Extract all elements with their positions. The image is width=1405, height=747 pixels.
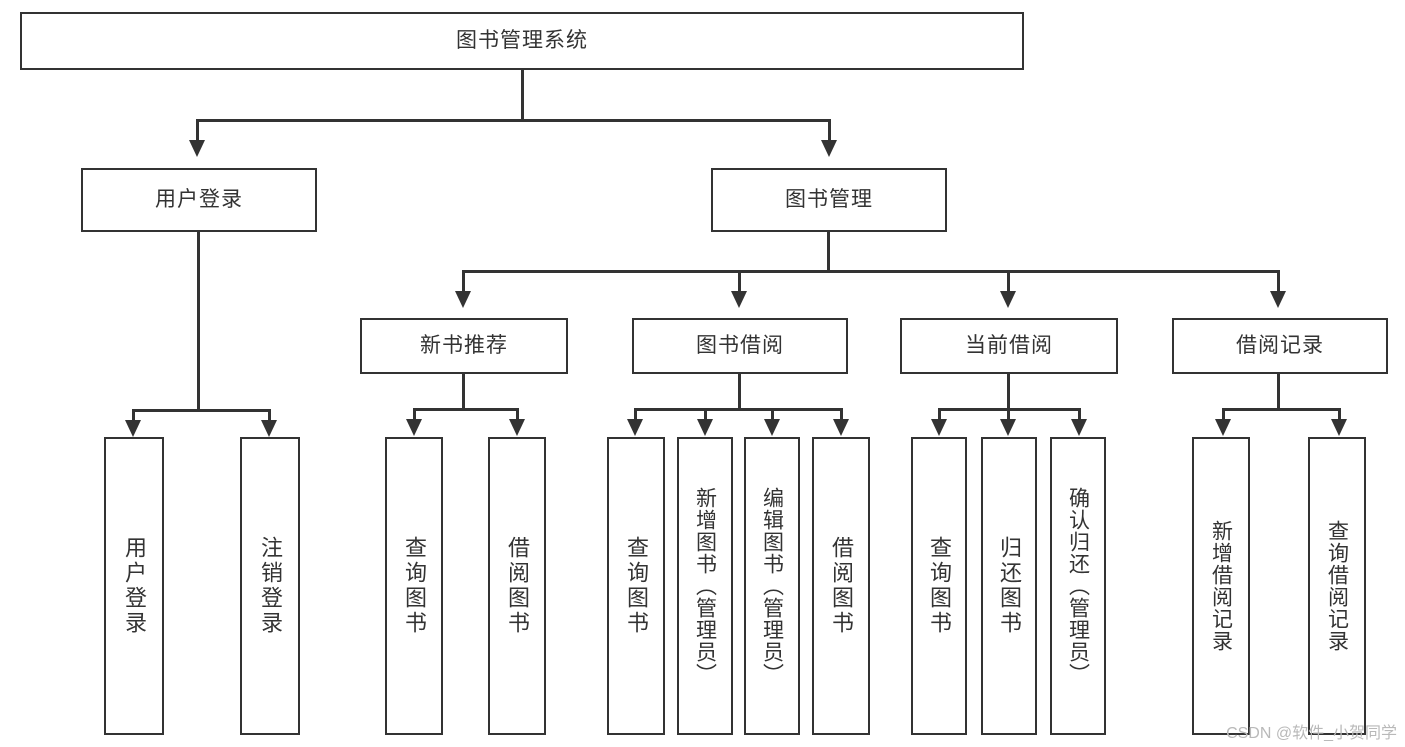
node-label: 注销登录 — [258, 536, 283, 636]
node-root-system[interactable]: 图书管理系统 — [20, 12, 1024, 70]
arrow-current-borrow-leaf-1 — [931, 419, 947, 436]
arrow-root-to-book-manage — [821, 140, 837, 157]
node-label: 新增借阅记录 — [1209, 520, 1233, 652]
leaf-edit-book[interactable]: 编辑图书（管理员） — [744, 437, 800, 735]
node-label: 确认归还（管理员） — [1066, 487, 1090, 685]
connector-book-manage-stem — [827, 232, 830, 272]
connector-new-book-drop-2 — [516, 408, 519, 420]
leaf-query-book-1[interactable]: 查询图书 — [385, 437, 443, 735]
node-book-borrow[interactable]: 图书借阅 — [632, 318, 848, 374]
connector-book-borrow-drop-1 — [634, 408, 637, 420]
connector-current-borrow-stem — [1007, 374, 1010, 410]
connector-book-borrow-stem — [738, 374, 741, 410]
arrow-book-borrow-leaf-1 — [627, 419, 643, 436]
arrow-new-book-leaf-1 — [406, 419, 422, 436]
arrow-to-borrow-record — [1270, 291, 1286, 308]
node-borrow-record[interactable]: 借阅记录 — [1172, 318, 1388, 374]
node-label: 查询图书 — [402, 536, 427, 636]
leaf-query-book-3[interactable]: 查询图书 — [911, 437, 967, 735]
connector-book-borrow-bus — [634, 408, 842, 411]
node-label: 当前借阅 — [965, 333, 1053, 357]
connector-user-login-drop-2 — [268, 409, 271, 421]
node-label: 借阅记录 — [1236, 333, 1324, 357]
node-label: 归还图书 — [997, 536, 1022, 636]
node-label: 图书管理 — [785, 187, 873, 211]
arrow-current-borrow-leaf-2 — [1000, 419, 1016, 436]
connector-root-stem — [521, 70, 524, 120]
connector-book-borrow-drop-4 — [840, 408, 843, 420]
connector-user-login-stem — [197, 232, 200, 412]
arrow-to-new-book-recommend — [455, 291, 471, 308]
connector-borrow-record-drop-2 — [1338, 408, 1341, 420]
arrow-new-book-leaf-2 — [509, 419, 525, 436]
connector-current-borrow-drop-1 — [938, 408, 941, 420]
connector-book-manage-drop-1 — [462, 270, 465, 292]
connector-user-login-drop-1 — [132, 409, 135, 421]
arrow-borrow-record-leaf-1 — [1215, 419, 1231, 436]
connector-book-manage-drop-3 — [1007, 270, 1010, 292]
arrow-to-book-borrow — [731, 291, 747, 308]
leaf-borrow-book-2[interactable]: 借阅图书 — [812, 437, 870, 735]
node-new-book-recommend[interactable]: 新书推荐 — [360, 318, 568, 374]
leaf-query-book-2[interactable]: 查询图书 — [607, 437, 665, 735]
node-label: 查询图书 — [927, 536, 952, 636]
arrow-book-borrow-leaf-2 — [697, 419, 713, 436]
arrow-root-to-user-login — [189, 140, 205, 157]
connector-book-borrow-drop-2 — [704, 408, 707, 420]
leaf-confirm-return[interactable]: 确认归还（管理员） — [1050, 437, 1106, 735]
connector-borrow-record-bus — [1222, 408, 1340, 411]
node-label: 借阅图书 — [505, 536, 530, 636]
leaf-add-book[interactable]: 新增图书（管理员） — [677, 437, 733, 735]
arrow-user-login-leaf-1 — [125, 420, 141, 437]
arrow-book-borrow-leaf-3 — [764, 419, 780, 436]
arrow-book-borrow-leaf-4 — [833, 419, 849, 436]
watermark-text: CSDN @软件_小贺同学 — [1226, 725, 1397, 742]
connector-book-manage-bus — [462, 270, 1280, 273]
leaf-return-book[interactable]: 归还图书 — [981, 437, 1037, 735]
connector-new-book-drop-1 — [413, 408, 416, 420]
connector-root-bus — [196, 119, 830, 122]
node-label: 借阅图书 — [829, 536, 854, 636]
node-label: 新增图书（管理员） — [693, 487, 717, 685]
arrow-user-login-leaf-2 — [261, 420, 277, 437]
leaf-borrow-book-1[interactable]: 借阅图书 — [488, 437, 546, 735]
arrow-current-borrow-leaf-3 — [1071, 419, 1087, 436]
connector-book-manage-drop-4 — [1277, 270, 1280, 292]
node-label: 查询图书 — [624, 536, 649, 636]
connector-current-borrow-drop-2 — [1007, 408, 1010, 420]
connector-new-book-bus — [413, 408, 519, 411]
connector-user-login-bus — [132, 409, 270, 412]
connector-borrow-record-drop-1 — [1222, 408, 1225, 420]
node-label: 查询借阅记录 — [1325, 520, 1349, 652]
node-label: 用户登录 — [155, 187, 243, 211]
connector-book-manage-drop-2 — [738, 270, 741, 292]
connector-current-borrow-drop-3 — [1078, 408, 1081, 420]
node-label: 用户登录 — [122, 536, 147, 636]
connector-borrow-record-stem — [1277, 374, 1280, 410]
node-user-login[interactable]: 用户登录 — [81, 168, 317, 232]
leaf-user-login[interactable]: 用户登录 — [104, 437, 164, 735]
node-current-borrow[interactable]: 当前借阅 — [900, 318, 1118, 374]
leaf-user-logout[interactable]: 注销登录 — [240, 437, 300, 735]
node-label: 图书借阅 — [696, 333, 784, 357]
connector-new-book-stem — [462, 374, 465, 410]
leaf-query-record[interactable]: 查询借阅记录 — [1308, 437, 1366, 735]
node-label: 编辑图书（管理员） — [760, 487, 784, 685]
arrow-to-current-borrow — [1000, 291, 1016, 308]
leaf-add-record[interactable]: 新增借阅记录 — [1192, 437, 1250, 735]
node-book-manage[interactable]: 图书管理 — [711, 168, 947, 232]
connector-book-borrow-drop-3 — [771, 408, 774, 420]
connector-root-to-user-login — [196, 119, 199, 141]
arrow-borrow-record-leaf-2 — [1331, 419, 1347, 436]
node-label: 新书推荐 — [420, 333, 508, 357]
node-label: 图书管理系统 — [456, 28, 588, 52]
connector-root-to-book-manage — [828, 119, 831, 141]
